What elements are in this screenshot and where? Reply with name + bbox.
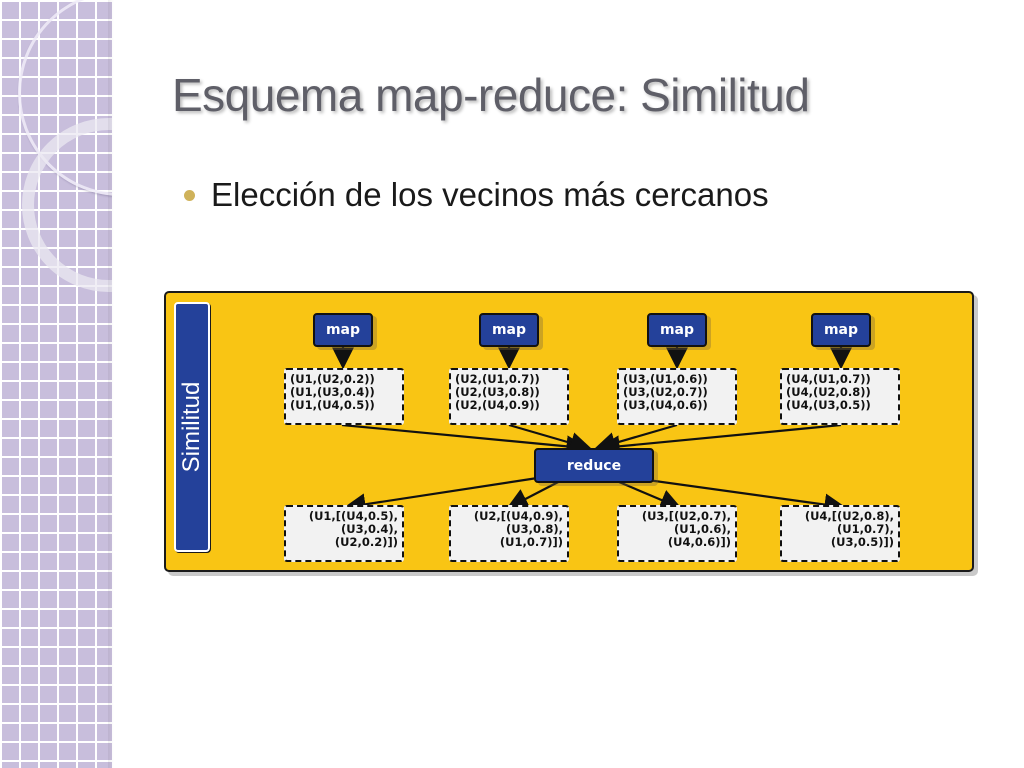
map-node-4: map [811, 313, 871, 347]
sidebar-edge [108, 0, 114, 768]
bullet-icon [184, 189, 195, 201]
side-label: Similitud [174, 302, 210, 552]
decorative-rings [0, 0, 112, 300]
bullet-item: Elección de los vecinos más cercanos [184, 176, 769, 214]
map-output-3: (U3,(U1,0.6)) (U3,(U2,0.7)) (U3,(U4,0.6)… [617, 368, 737, 425]
map-node-2: map [479, 313, 539, 347]
mapreduce-diagram: Similitud map map map map (U1,(U2,0.2)) … [164, 291, 974, 572]
map-node-3: map [647, 313, 707, 347]
reduce-output-4: (U4,[(U2,0.8), (U1,0.7), (U3,0.5)]) [780, 505, 900, 562]
reduce-output-2: (U2,[(U4,0.9), (U3,0.8), (U1,0.7)]) [449, 505, 569, 562]
map-output-4: (U4,(U1,0.7)) (U4,(U2,0.8)) (U4,(U3,0.5)… [780, 368, 900, 425]
reduce-output-3: (U3,[(U2,0.7), (U1,0.6), (U4,0.6)]) [617, 505, 737, 562]
map-output-1: (U1,(U2,0.2)) (U1,(U3,0.4)) (U1,(U4,0.5)… [284, 368, 404, 425]
map-node-1: map [313, 313, 373, 347]
reduce-output-1: (U1,[(U4,0.5), (U3,0.4), (U2,0.2)]) [284, 505, 404, 562]
arrows [332, 346, 852, 516]
reduce-node: reduce [534, 448, 654, 483]
map-output-2: (U2,(U1,0.7)) (U2,(U3,0.8)) (U2,(U4,0.9)… [449, 368, 569, 425]
slide-title: Esquema map-reduce: Similitud [172, 69, 810, 121]
bullet-text: Elección de los vecinos más cercanos [211, 176, 769, 213]
